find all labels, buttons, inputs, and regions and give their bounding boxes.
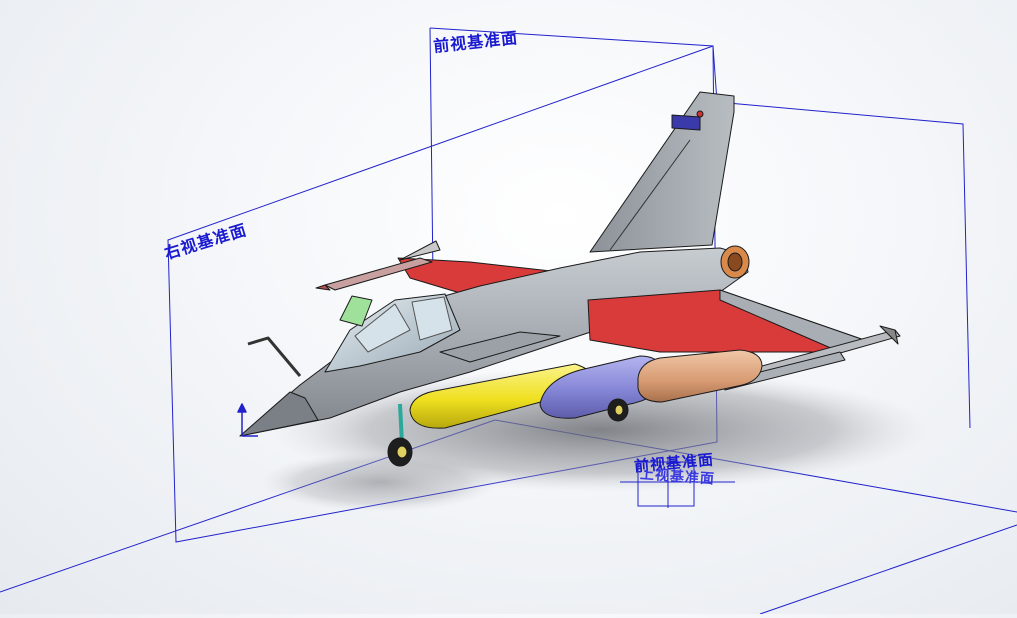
refuel-probe[interactable] — [247, 336, 302, 377]
orange-targeting-pod[interactable] — [637, 349, 763, 403]
nose-landing-gear[interactable] — [387, 403, 413, 467]
aircraft-model[interactable] — [237, 91, 901, 467]
vertical-tail[interactable] — [589, 91, 735, 253]
reference-triad[interactable] — [620, 458, 735, 508]
canopy[interactable] — [324, 293, 461, 373]
engine-nozzle[interactable] — [720, 245, 750, 279]
canard[interactable] — [439, 331, 561, 363]
main-landing-gear[interactable] — [607, 398, 629, 422]
nose-cone[interactable] — [239, 391, 319, 437]
left-wingtip-missile[interactable] — [315, 240, 441, 291]
ground-shadow-front — [260, 452, 500, 512]
origin-axis-icon — [237, 403, 258, 437]
